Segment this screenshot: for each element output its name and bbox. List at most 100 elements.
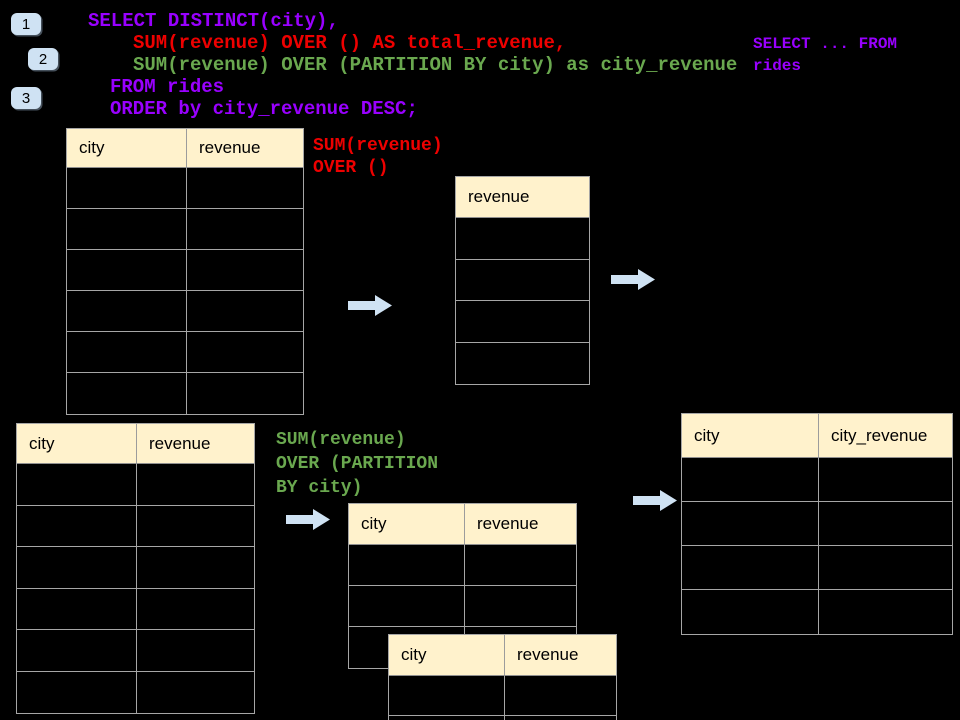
table-row	[456, 260, 589, 301]
column-header-revenue: revenue	[136, 424, 254, 463]
step-badge-2: 2	[28, 48, 58, 70]
table-cell-empty	[136, 505, 254, 546]
table-row	[67, 373, 303, 414]
flow-arrow-4	[633, 489, 678, 512]
step-badge-1: 1	[11, 13, 41, 35]
table-header-row: city revenue	[349, 504, 576, 545]
table-header-row: city revenue	[67, 129, 303, 168]
table-row	[682, 546, 952, 590]
table-cell-empty	[67, 373, 186, 414]
side-note-line-1: SELECT ... FROM	[753, 35, 898, 53]
table-row	[67, 332, 303, 373]
table-cell-empty	[186, 168, 303, 208]
column-header-revenue: revenue	[504, 635, 616, 675]
table-total-revenue: revenue	[455, 176, 590, 385]
table-cell-empty	[349, 586, 464, 626]
table-cell-empty	[682, 546, 818, 589]
column-header-revenue: revenue	[468, 187, 530, 206]
table-cell-empty	[67, 291, 186, 331]
step-badge-3: 3	[11, 87, 41, 109]
table-cell-empty	[67, 332, 186, 372]
sql-city-revenue-line: SUM(revenue) OVER (PARTITION BY city) as…	[133, 54, 738, 76]
table-row	[17, 671, 254, 714]
table-cell-empty	[136, 547, 254, 588]
table-cell-empty	[682, 502, 818, 545]
table-row	[682, 590, 952, 634]
table-row	[17, 547, 254, 589]
arrow-right-icon	[348, 295, 392, 316]
table-cell-empty	[17, 589, 136, 630]
flow-arrow-2	[611, 268, 656, 291]
table-row	[389, 676, 616, 716]
arrow-right-icon	[286, 509, 330, 530]
table-cell-empty	[186, 291, 303, 331]
table-cell-empty	[17, 672, 136, 714]
partition-annotation-line-3: BY city)	[276, 478, 363, 498]
table-row	[67, 168, 303, 209]
table-cell-empty	[17, 506, 136, 547]
table-header-row: city revenue	[17, 424, 254, 464]
table-cell-empty	[136, 464, 254, 505]
table-cell-empty	[186, 373, 303, 414]
table-header-row: city city_revenue	[682, 414, 952, 458]
table-cell-empty	[682, 590, 818, 634]
table-row	[67, 250, 303, 291]
table-cell-empty	[389, 716, 504, 720]
table-row	[682, 502, 952, 546]
sql-select-line: SELECT DISTINCT(city),	[88, 10, 339, 32]
arrow-right-icon	[633, 490, 677, 511]
table-row	[349, 545, 576, 586]
table-cell-empty	[504, 716, 616, 720]
column-header-city: city	[361, 514, 387, 533]
table-row	[456, 343, 589, 385]
table-cell-empty	[818, 546, 952, 589]
table-row	[389, 716, 616, 720]
table-cell-empty	[186, 332, 303, 372]
table-cell-empty	[17, 630, 136, 671]
table-row	[456, 301, 589, 343]
table-cell-empty	[464, 545, 576, 585]
sql-total-revenue-line: SUM(revenue) OVER () AS total_revenue,	[133, 32, 567, 54]
column-header-revenue: revenue	[464, 504, 576, 544]
partition-annotation-line-1: SUM(revenue)	[276, 430, 406, 450]
table-partition-step2: city revenue	[388, 634, 617, 720]
table-row	[17, 630, 254, 672]
sql-order-by-line: ORDER by city_revenue DESC;	[110, 98, 418, 120]
table-header-row: revenue	[456, 177, 589, 218]
table-cell-empty	[67, 250, 186, 290]
arrow-right-icon	[611, 269, 655, 290]
table-cell-empty	[456, 343, 589, 385]
column-header-city-revenue: city_revenue	[818, 414, 952, 457]
side-note-line-2: rides	[753, 57, 802, 75]
column-header-revenue: revenue	[186, 129, 303, 167]
total-annotation-line-1: SUM(revenue)	[313, 136, 443, 156]
table-cell-empty	[17, 547, 136, 588]
table-cell-empty	[682, 458, 818, 501]
table-source-top: city revenue	[66, 128, 304, 415]
table-body	[456, 218, 589, 384]
table-body	[389, 676, 616, 720]
table-cell-empty	[67, 209, 186, 249]
table-row	[67, 209, 303, 250]
table-body	[67, 168, 303, 414]
flow-arrow-3	[286, 508, 331, 531]
column-header-city: city	[401, 645, 427, 664]
table-header-row: city revenue	[389, 635, 616, 676]
table-cell-empty	[186, 209, 303, 249]
table-cell-empty	[464, 586, 576, 626]
table-cell-empty	[456, 260, 589, 301]
table-result: city city_revenue	[681, 413, 953, 635]
table-row	[456, 218, 589, 260]
table-cell-empty	[818, 502, 952, 545]
table-row	[17, 505, 254, 547]
table-cell-empty	[818, 458, 952, 501]
table-body	[682, 458, 952, 634]
table-cell-empty	[504, 676, 616, 715]
flow-arrow-1	[348, 294, 393, 317]
table-cell-empty	[136, 630, 254, 671]
table-row	[349, 586, 576, 627]
table-cell-empty	[136, 588, 254, 629]
table-partition-step1: city revenue	[348, 503, 577, 669]
table-cell-empty	[67, 168, 186, 208]
table-row	[682, 458, 952, 502]
